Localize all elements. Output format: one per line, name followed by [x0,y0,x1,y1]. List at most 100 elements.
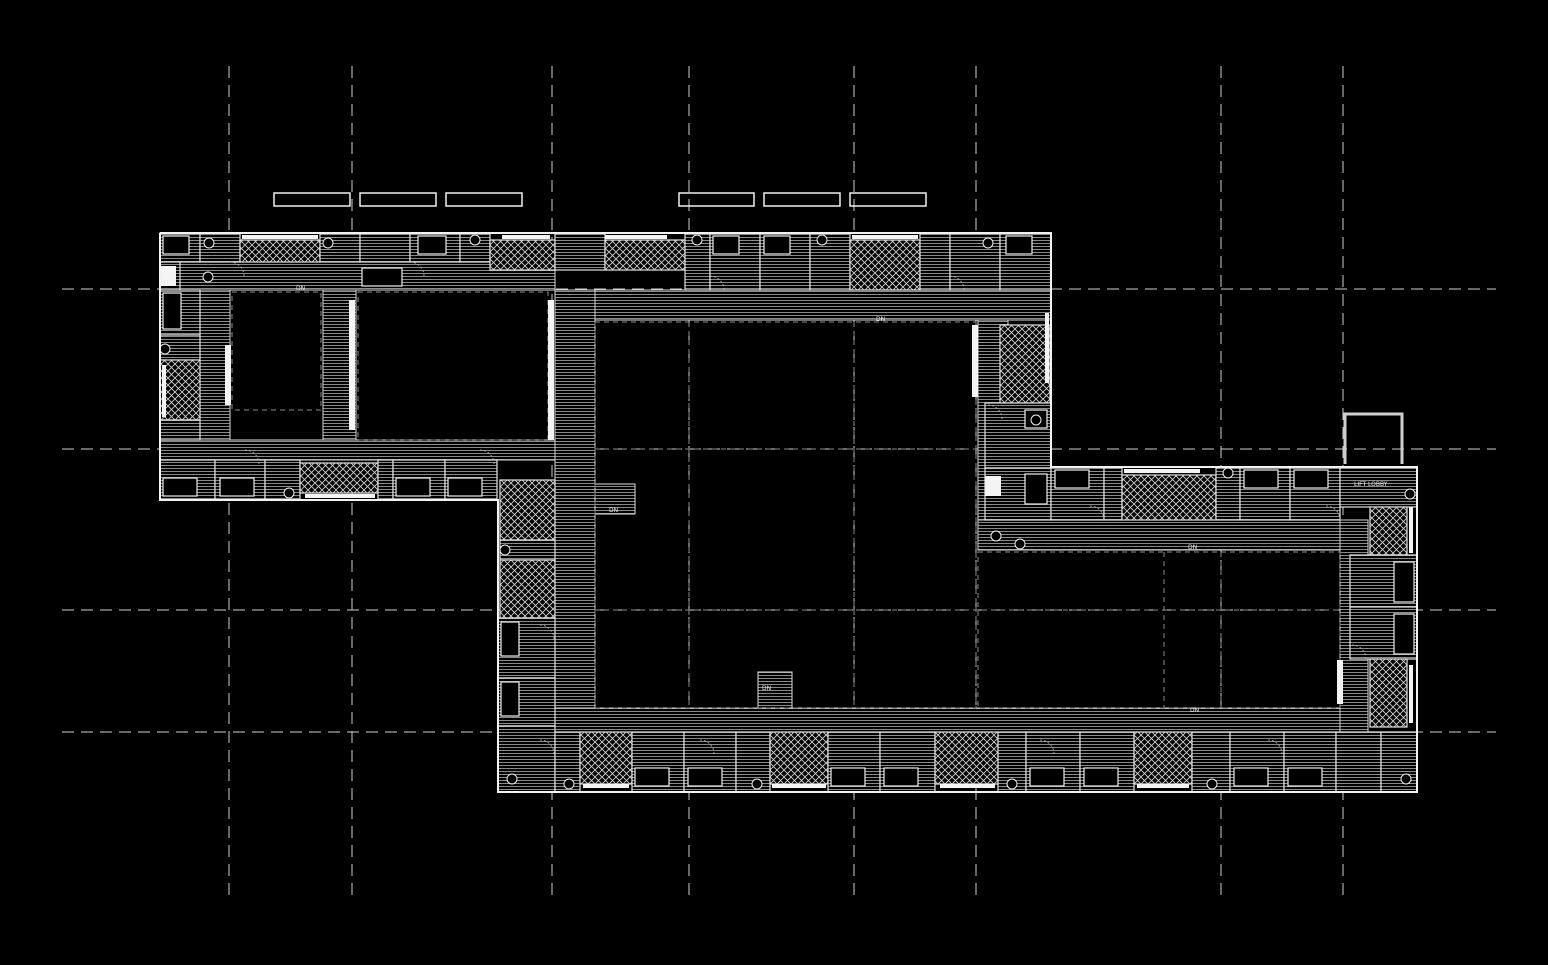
window-c1 [225,345,231,405]
window-c6 [160,266,176,286]
bathroom-c3 [499,559,556,619]
bed-s4 [883,767,919,787]
window-w1 [162,365,166,417]
door-swing-5 [244,449,260,465]
label-dn-1: DN [296,285,305,292]
window-s4 [1137,784,1189,788]
fixture-w3 [283,487,295,499]
exterior-wall-outline [159,232,1418,793]
lift-shaft-outline [1343,412,1404,464]
fixture-s3 [751,778,763,790]
sanitary-fixtures [159,234,1416,790]
fixture-n3 [469,234,481,246]
room-n2 [199,232,241,263]
room-c6 [497,725,556,793]
window-n4 [852,235,918,239]
bathroom-s13 [1133,731,1193,785]
bed-n4 [712,235,740,255]
door-swing-9 [699,739,715,755]
north-corridor-west [159,261,556,291]
window-n3 [605,235,667,239]
bathroom-n3 [239,239,321,263]
fixture-n1 [203,237,215,249]
bathroom-e1 [999,324,1051,404]
fixture-n4 [691,234,703,246]
roof-box-3 [445,192,523,207]
fixture-n2 [322,237,334,249]
bed-w1 [162,292,182,330]
window-e1 [1045,313,1049,383]
label-dn-4: DN [1188,544,1197,551]
door-swing-3 [709,275,725,291]
bathroom-w9 [299,462,379,494]
bathroom-n10 [604,239,686,271]
fixture-n6 [982,237,994,249]
west-court-frame [231,291,322,411]
window-n2 [502,235,550,239]
window-n1 [242,235,318,239]
bathroom-ew7 [1369,506,1408,556]
bathroom-ew3 [1121,474,1217,521]
bathroom-w4 [159,359,201,421]
bed-ew5 [1393,613,1415,655]
window-c7 [985,476,1001,496]
bed-s3 [830,767,866,787]
window-e2 [1124,469,1200,473]
room-n14 [809,232,851,291]
bed-c2 [500,681,520,717]
bed-n3 [417,235,447,255]
courtyard-frame-main [594,321,977,709]
room-n9 [554,232,606,271]
central-west-rooms [497,479,556,793]
door-swing-4 [949,275,965,291]
fixture-w1 [202,271,214,283]
bed-s1 [634,767,670,787]
bathroom-s6 [769,731,829,785]
west-wing-south-corridor [159,439,556,461]
fixture-e3 [1222,467,1234,479]
door-swing-11 [1267,739,1283,755]
room-s18 [1380,731,1418,793]
stair-landing-south [757,671,793,709]
fixture-e4 [1404,488,1416,500]
bed-n2 [361,267,403,287]
bed-s8 [1287,767,1323,787]
room-w5 [159,419,201,441]
door-swing-10 [1039,739,1055,755]
window-s2 [772,784,826,788]
exterior-walls [159,232,1418,793]
door-swing-1 [229,261,245,277]
fixture-s5 [1206,778,1218,790]
bathroom-s9 [934,731,999,785]
east-wing-corridor [977,519,1369,551]
bed-ew2 [1243,469,1279,489]
roof-box-2 [359,192,437,207]
door-swing-13 [1089,505,1105,521]
roof-box-4 [678,192,755,207]
bed-s6 [1083,767,1119,787]
bed-n5 [763,235,791,255]
door-swings [229,261,1367,755]
door-swing-2 [409,261,425,277]
windows [160,235,1413,788]
door-swing-6 [479,449,495,465]
roof-box-6 [849,192,927,207]
label-dn-6: DN [1190,707,1199,714]
door-swing-8 [539,739,555,755]
courtyard-frame-east [977,551,1341,709]
window-s3 [940,784,995,788]
roof-box-1 [273,192,351,207]
door-swing-12 [1351,644,1367,660]
window-e4 [1409,665,1413,723]
bed-w3 [219,477,255,497]
bed-w4 [395,477,431,497]
room-n5 [359,232,411,263]
room-w8 [264,459,301,501]
window-c2 [349,300,355,430]
door-swing-7 [539,624,555,640]
label-dn-2: DN [876,316,885,323]
fixture-n5 [816,234,828,246]
bed-ew3 [1293,469,1329,489]
fixture-e5 [990,530,1002,542]
